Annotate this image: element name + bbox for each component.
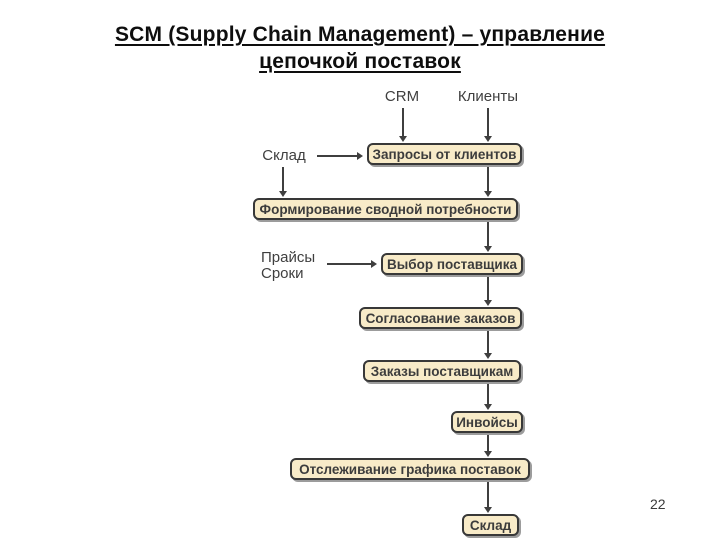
page-number: 22 bbox=[650, 496, 666, 512]
slide-title: SCM (Supply Chain Management) – управлен… bbox=[0, 21, 720, 75]
node-order-approval: Согласование заказов bbox=[359, 307, 522, 329]
node-invoices: Инвойсы bbox=[451, 411, 523, 433]
node-warehouse-bottom: Склад bbox=[462, 514, 519, 536]
arrow-selection-to-approval bbox=[484, 277, 492, 306]
label-terms: Сроки bbox=[261, 265, 304, 282]
arrow-approval-to-orders bbox=[484, 331, 492, 359]
label-warehouse-top: Склад bbox=[262, 147, 306, 164]
node-supplier-selection: Выбор поставщика bbox=[381, 253, 523, 275]
arrow-requests-to-consolidated bbox=[484, 167, 492, 197]
label-prices: Прайсы bbox=[261, 249, 316, 266]
label-crm: CRM bbox=[384, 88, 420, 105]
arrow-clients-to-requests bbox=[484, 108, 492, 142]
arrow-tracking-to-warehouse bbox=[484, 482, 492, 513]
arrow-orders-to-invoices bbox=[484, 384, 492, 410]
arrow-invoices-to-tracking bbox=[484, 435, 492, 457]
arrow-warehouse-to-requests bbox=[317, 152, 363, 160]
node-supplier-orders: Заказы поставщикам bbox=[363, 360, 521, 382]
arrow-warehouse-to-consolidated bbox=[279, 167, 287, 197]
slide-title-line1: SCM (Supply Chain Management) – управлен… bbox=[114, 23, 606, 46]
arrow-prices-to-selection bbox=[327, 260, 377, 268]
slide-title-line2: цепочкой поставок bbox=[259, 50, 461, 73]
node-consolidated-demand: Формирование сводной потребности bbox=[253, 198, 518, 220]
arrow-crm-to-requests bbox=[399, 108, 407, 142]
label-clients: Клиенты bbox=[457, 88, 519, 105]
node-delivery-tracking: Отслеживание графика поставок bbox=[290, 458, 530, 480]
label-prices-terms: Прайсы Сроки bbox=[261, 250, 315, 282]
arrow-consolidated-to-selection bbox=[484, 222, 492, 252]
node-client-requests: Запросы от клиентов bbox=[367, 143, 522, 165]
